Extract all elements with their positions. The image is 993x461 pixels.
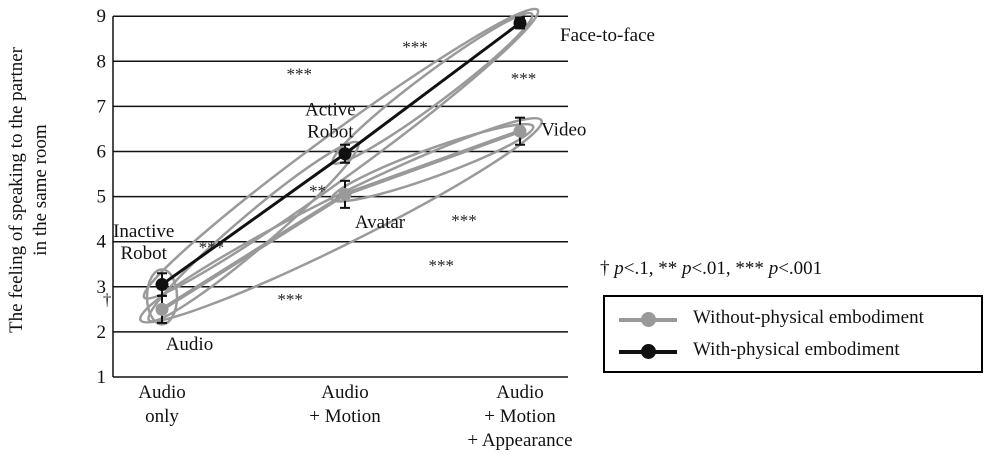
data-point (155, 278, 169, 292)
comparison-loops (138, 7, 544, 326)
x-tick-label: Audio+ Motion (309, 382, 381, 427)
legend-item-with-embodiment: With-physical embodiment (605, 337, 981, 367)
comparison-loop (142, 7, 540, 300)
legend-item-without-embodiment: Without-physical embodiment (605, 305, 981, 335)
data-point (513, 124, 527, 138)
significance-label: *** (451, 211, 477, 230)
series-group (155, 16, 527, 324)
legend-label: With-physical embodiment (693, 339, 900, 360)
significance-label: *** (199, 238, 225, 257)
data-point (513, 16, 527, 30)
y-tick-label: 1 (97, 367, 107, 388)
data-point (155, 302, 169, 316)
y-tick-label: 8 (97, 51, 107, 72)
legend-marker-swatch (641, 312, 656, 327)
y-tick-label: 3 (97, 277, 107, 298)
y-tick-label: 6 (97, 142, 107, 163)
point-label: Audio (166, 334, 214, 355)
significance-label: *** (277, 290, 303, 309)
point-label: Avatar (355, 212, 406, 233)
point-label: Face-to-face (560, 25, 655, 46)
data-point (338, 147, 352, 161)
significance-label: *** (402, 37, 428, 56)
significance-label: † (103, 290, 112, 309)
data-point (338, 187, 352, 201)
legend-marker-swatch (641, 344, 656, 359)
x-tick-label: Audio+ Motion+ Appearance (467, 382, 572, 451)
significance-labels: †*********************** (103, 37, 536, 309)
significance-note: † p<.1, ** p<.01, *** p<.001 (600, 258, 823, 279)
significance-label: *** (287, 64, 313, 83)
y-tick-labels: 1 2 3 4 5 6 7 8 9 (97, 6, 107, 388)
comparison-loop (145, 268, 179, 326)
significance-label: ** (309, 182, 326, 201)
legend: Without-physical embodiment With-physica… (603, 295, 983, 373)
y-tick-label: 7 (97, 96, 107, 117)
y-tick-label: 5 (97, 187, 107, 208)
y-tick-label: 2 (97, 322, 107, 343)
legend-label: Without-physical embodiment (693, 307, 924, 328)
point-label: Video (541, 120, 586, 141)
y-tick-label: 9 (97, 6, 107, 27)
significance-label: *** (429, 256, 455, 275)
comparison-loop (138, 116, 544, 324)
y-tick-label: 4 (97, 232, 107, 253)
comparison-loop (330, 122, 535, 203)
significance-label: *** (511, 69, 537, 88)
